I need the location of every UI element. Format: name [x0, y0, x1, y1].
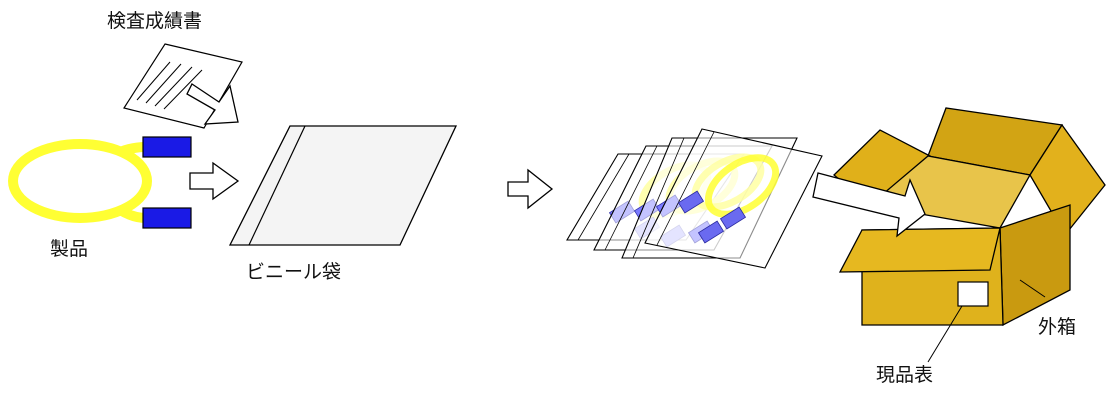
vinyl-bag-icon [228, 125, 458, 246]
leader-lines [927, 279, 1046, 363]
product-label-sticker [957, 281, 989, 307]
connector-top-icon [142, 136, 192, 158]
document-to-bag-arrow-icon [186, 83, 239, 125]
inspection-report-label: 検査成績書 [107, 10, 203, 32]
vinyl-bag-label: ビニール袋 [246, 261, 342, 283]
product-label: 製品 [50, 238, 89, 260]
stack-to-box-arrow-icon [812, 172, 926, 238]
product-to-bag-arrow-icon [189, 161, 240, 201]
outer-box-label: 外箱 [1038, 316, 1077, 338]
bagged-products-stack-icon [566, 128, 823, 269]
product-fiber-coil-icon [8, 136, 192, 229]
connector-bottom-icon [142, 207, 192, 229]
cardboard-box-icon [833, 107, 1106, 327]
bag-to-stack-arrow-icon [507, 168, 554, 210]
product-tag-label: 現品表 [876, 364, 934, 386]
